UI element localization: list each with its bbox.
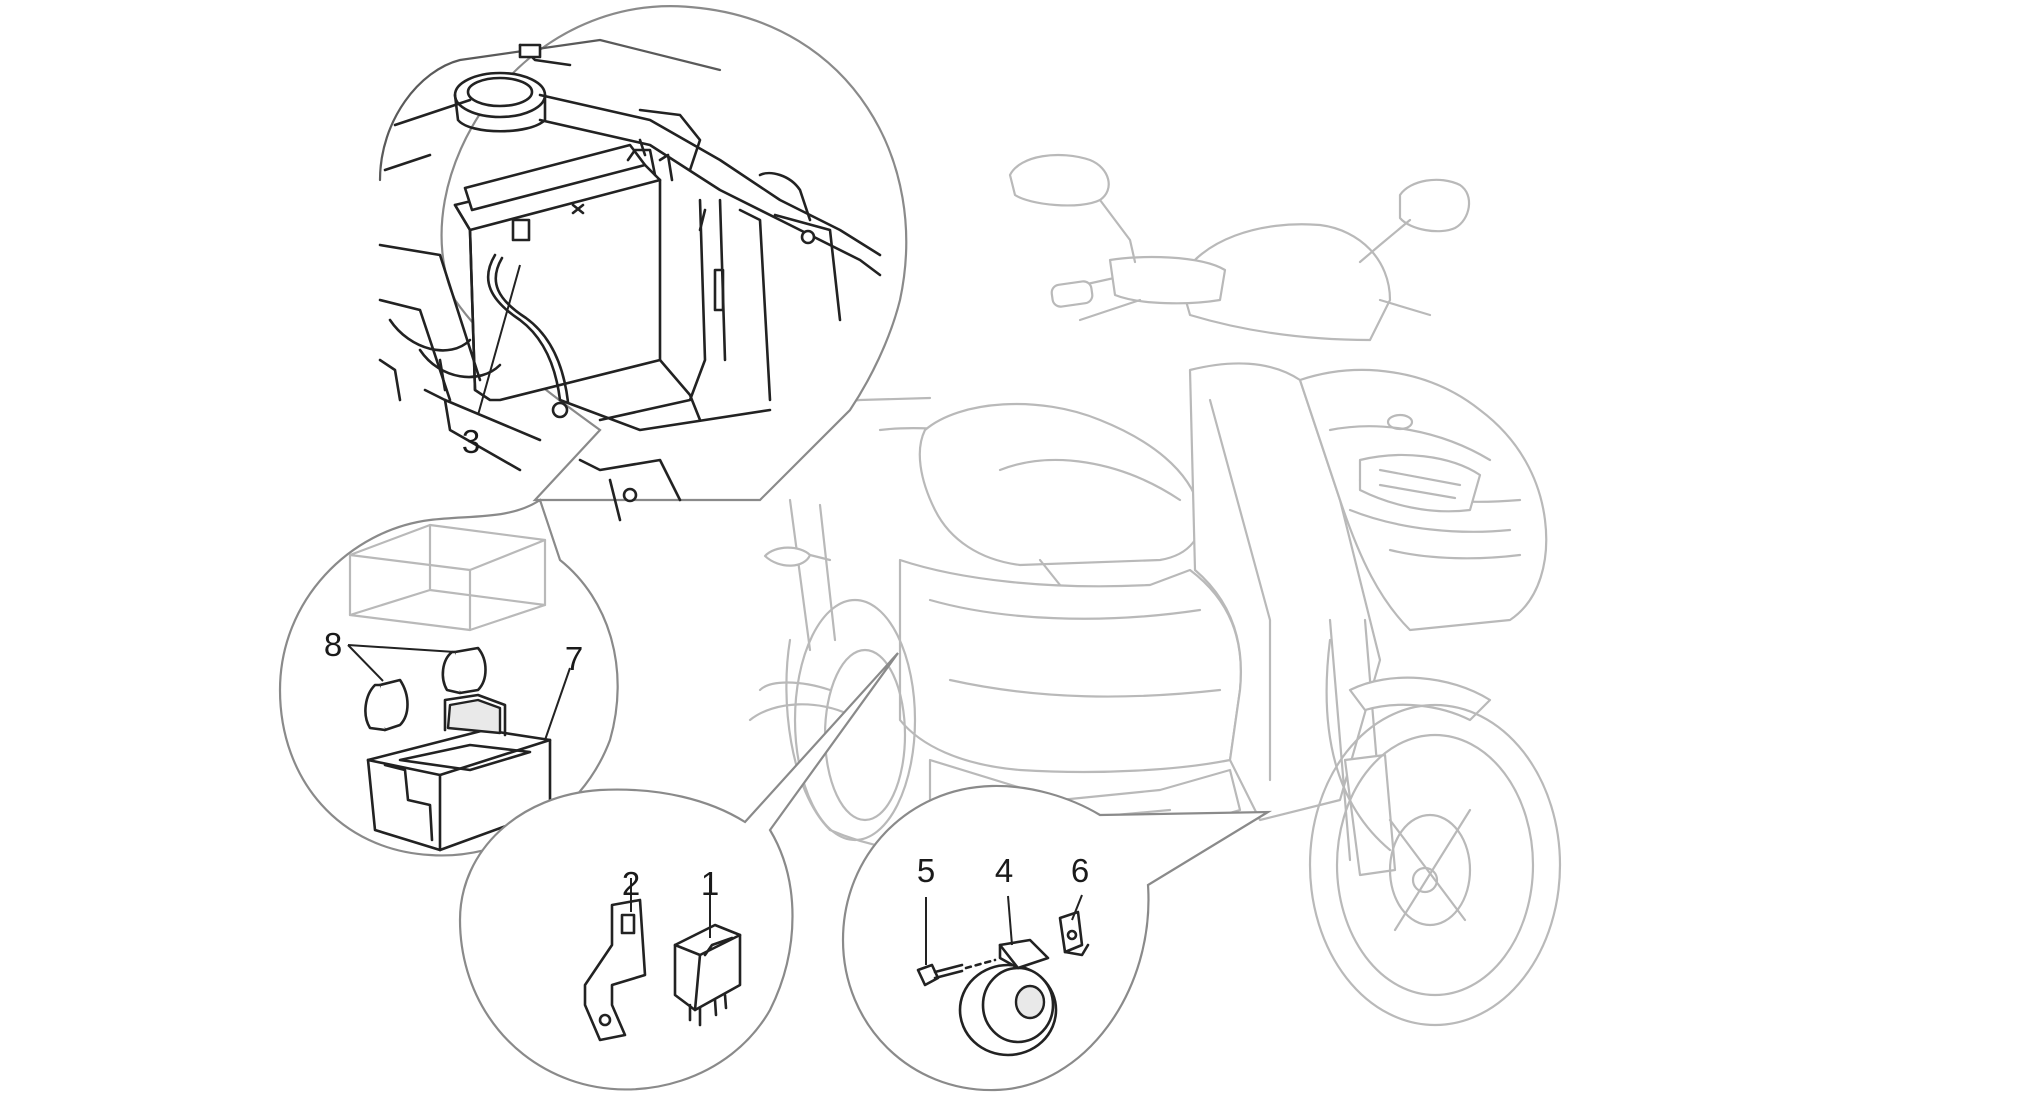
battery-tray-detail (347, 523, 571, 852)
callout-number-7: 7 (565, 640, 583, 677)
callout-number-1: 1 (701, 865, 719, 902)
relay-detail (583, 878, 742, 1042)
horn-detail (916, 894, 1090, 1057)
battery-compartment-detail (378, 38, 882, 522)
callout-number-4: 4 (995, 852, 1013, 889)
callout-number-3: 3 (462, 423, 480, 460)
callout-number-6: 6 (1071, 852, 1089, 889)
callout-number-5: 5 (917, 852, 935, 889)
callout-number-8: 8 (324, 626, 342, 663)
horn-callout (841, 784, 1273, 1092)
relay-callout (458, 652, 899, 1091)
callout-number-2: 2 (622, 865, 640, 902)
scooter-illustration (738, 153, 1562, 1027)
